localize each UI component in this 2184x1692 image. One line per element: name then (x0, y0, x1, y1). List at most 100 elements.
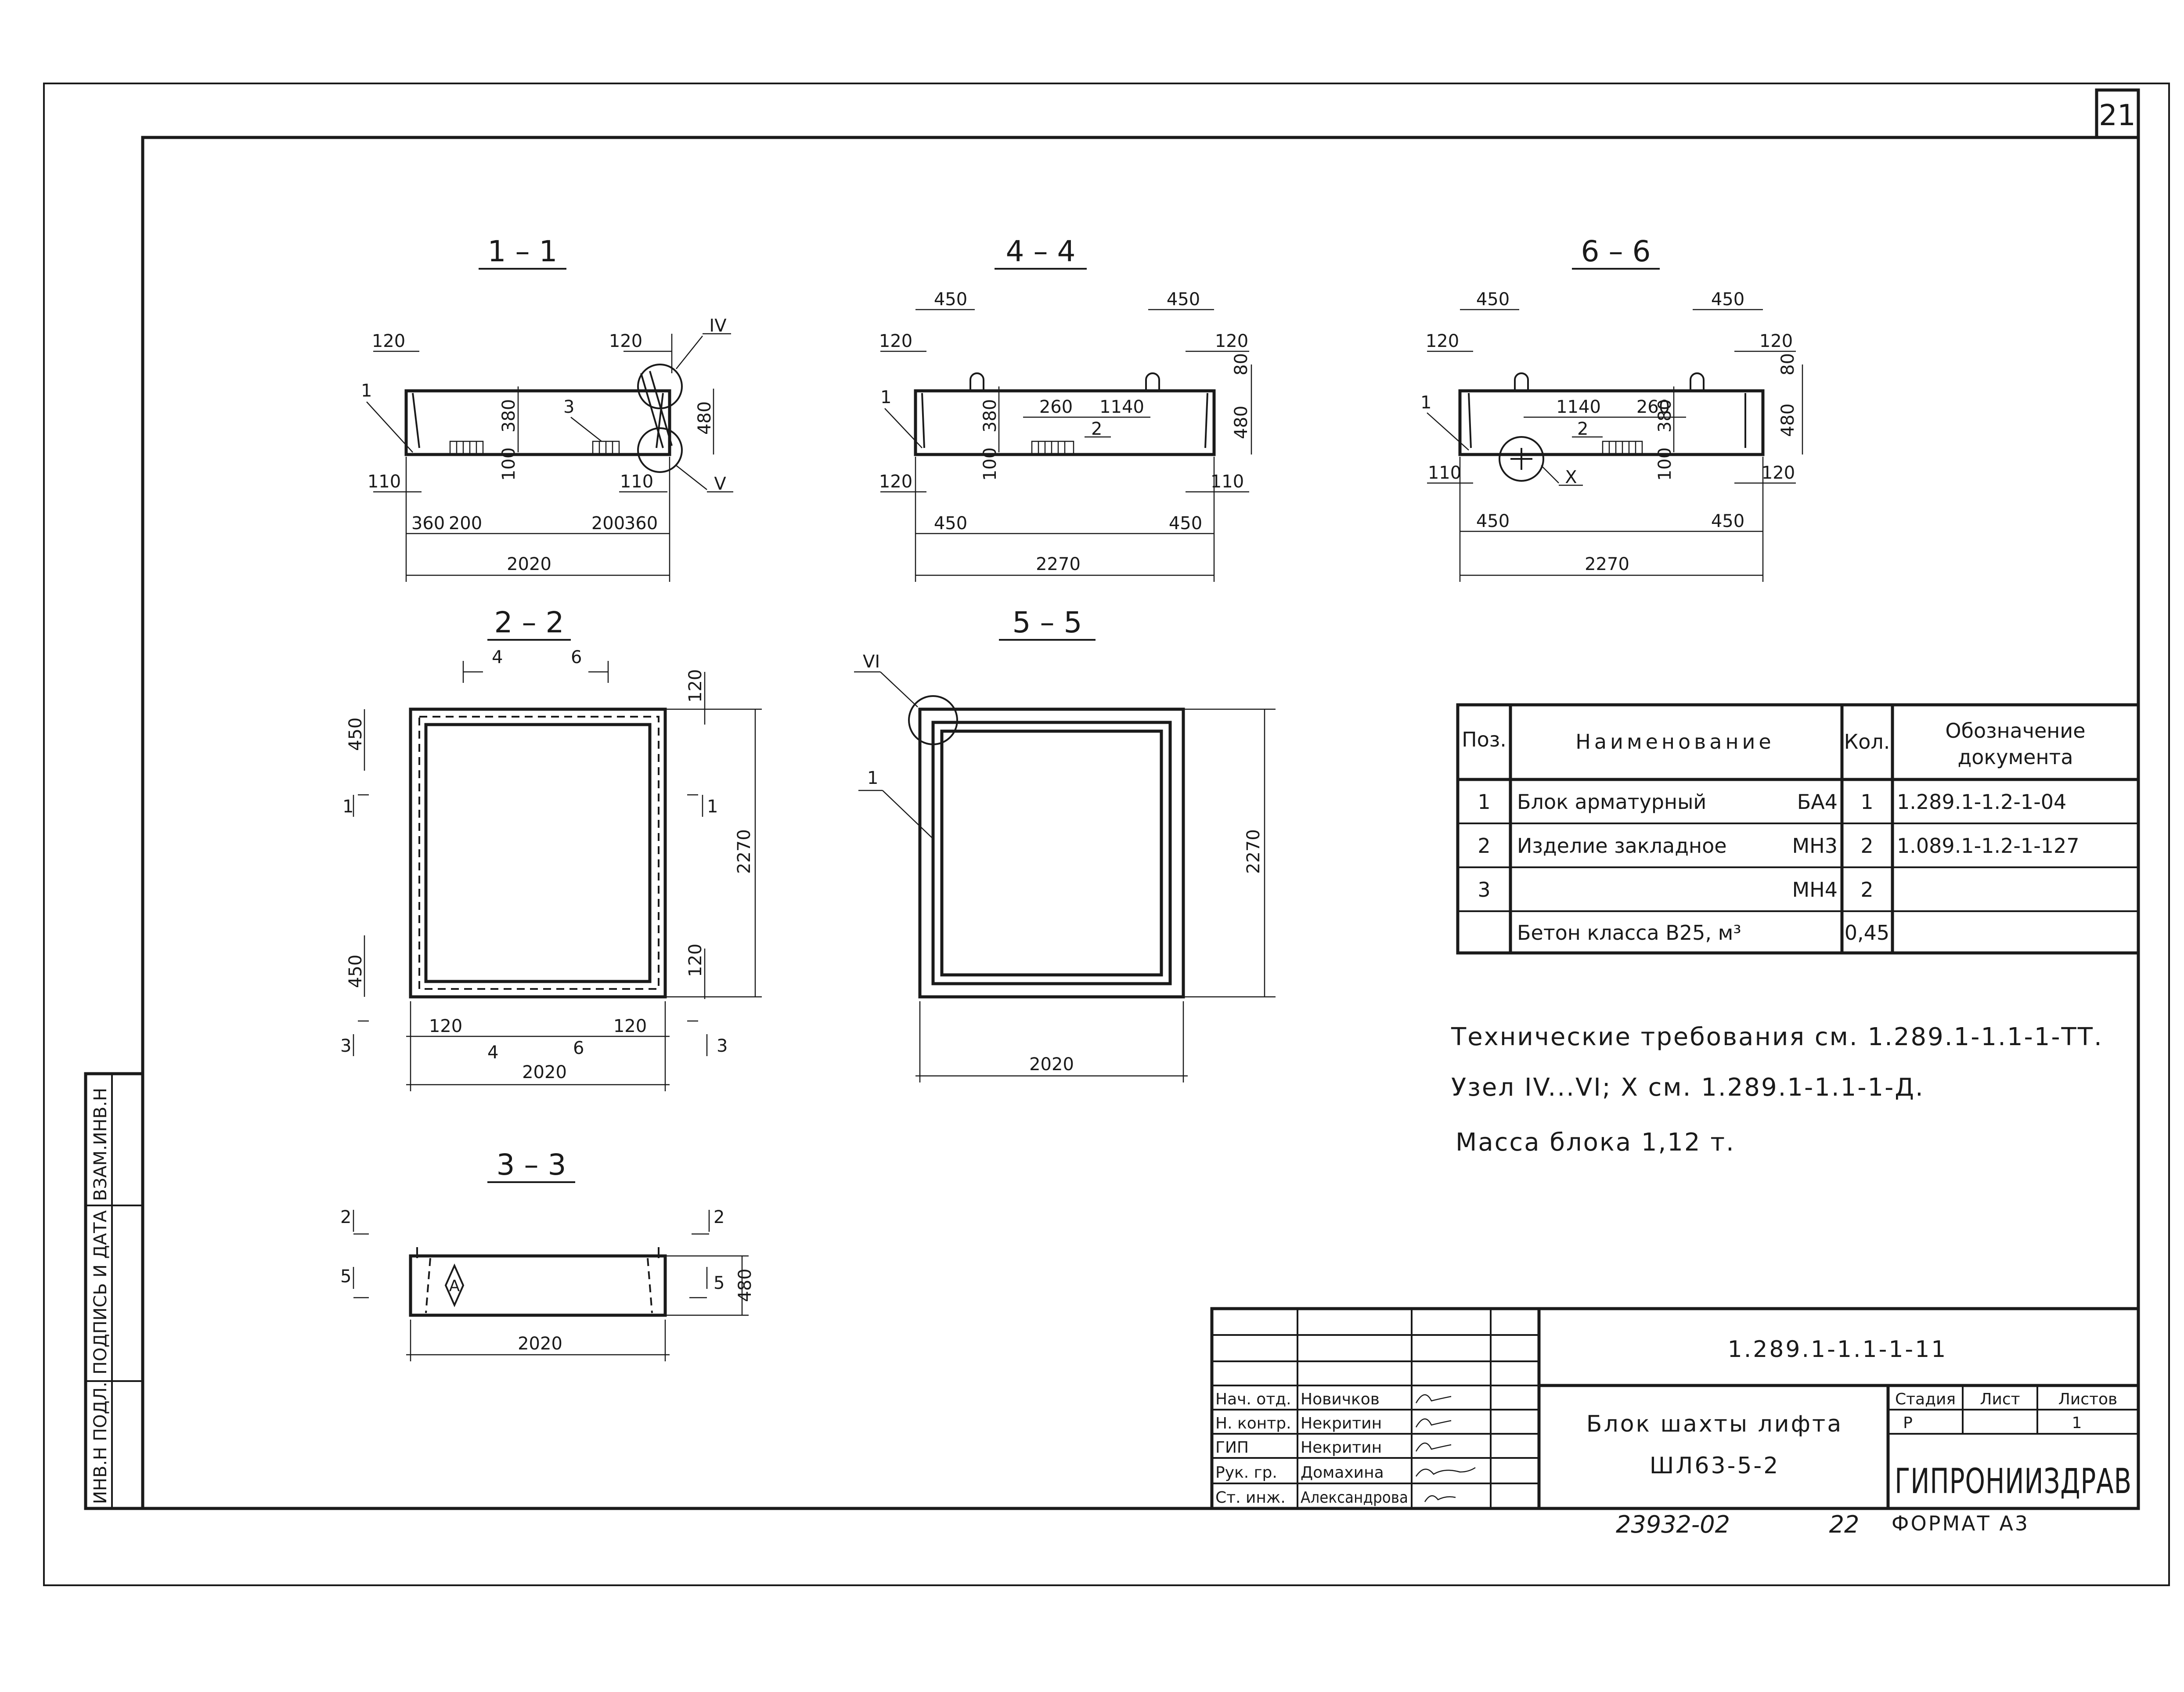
spec-header-pos: Поз. (1462, 728, 1506, 751)
dim-4-4-450-top-left: 450 (934, 289, 967, 310)
node-mark-IV: IV (709, 316, 727, 336)
dim-6-6-450-bottom-left: 450 (1476, 511, 1510, 531)
dim-4-4-2270: 2270 (1036, 554, 1081, 574)
dim-4-4-100: 100 (980, 447, 1000, 481)
sheet-footer: 23932-02 22 ФОРМАТ А3 (1616, 1511, 2029, 1538)
sheet-format: ФОРМАТ А3 (1892, 1512, 2029, 1535)
title-line-2: ШЛ63-5-2 (1650, 1453, 1780, 1479)
spec-header-doc-2: документа (1957, 745, 2073, 769)
spec-row-pos: 3 (1478, 878, 1490, 902)
dim-2-2-120-bl: 120 (429, 1016, 462, 1036)
spec-row-qty: 1 (1860, 790, 1873, 814)
dim-1-1-2020: 2020 (507, 554, 551, 574)
title-line-1: Блок шахты лифта (1586, 1411, 1843, 1437)
cut-mark-5-left: 5 (340, 1266, 351, 1287)
dim-2-2-120-top: 120 (685, 669, 706, 703)
dim-4-4-260: 260 (1039, 397, 1073, 417)
section-3-3: 3 – 3 A 2 2 5 5 480 2020 (340, 1148, 755, 1361)
archive-index: 22 (1829, 1511, 1860, 1538)
dim-4-4-80: 80 (1231, 353, 1251, 375)
signer-role: Ст. инж. (1215, 1489, 1286, 1507)
signer-signature (1415, 1418, 1452, 1428)
signer-signature (1415, 1443, 1452, 1452)
dim-4-4-450-bottom-left: 450 (934, 513, 967, 534)
dim-1-1-380: 380 (499, 399, 519, 433)
type-mark-A: A (449, 1277, 460, 1295)
doc-code: 1.289.1-1.1-1-11 (1728, 1336, 1948, 1363)
section-4-4: 4 – 4 450 450 120 120 80 480 1 380 100 2… (879, 234, 1252, 582)
dim-1-1-480: 480 (695, 401, 715, 435)
dim-6-6-120-bottom-right: 120 (1762, 463, 1795, 483)
node-mark-X: X (1565, 467, 1577, 487)
stamp-zam-label: ВЗАМ.ИНВ.Н (90, 1088, 111, 1201)
dim-6-6-120-right: 120 (1759, 331, 1793, 351)
organization-name: ГИПРОНИИЗДРАВ (1895, 1462, 2132, 1501)
dim-4-4-1140: 1140 (1099, 397, 1144, 417)
signer-name: Некритин (1301, 1414, 1382, 1432)
cut-mark-4-top: 4 (492, 647, 503, 667)
cut-mark-3-right: 3 (717, 1036, 728, 1056)
dim-1-1-110-right: 110 (620, 472, 653, 492)
cut-mark-2-left: 2 (340, 1207, 351, 1227)
dim-1-1-200-left: 200 (449, 513, 482, 534)
dim-6-6-450-top-left: 450 (1476, 289, 1510, 310)
node-mark-VI: VI (863, 652, 880, 672)
cut-mark-3-left: 3 (340, 1036, 351, 1056)
sheets-value: 1 (2072, 1414, 2082, 1432)
node-mark-V: V (714, 474, 726, 494)
cut-mark-1-left: 1 (342, 797, 353, 817)
cut-mark-1-right: 1 (707, 797, 718, 817)
pos-mark-6-6-2: 2 (1577, 419, 1588, 439)
section-title-6-6: 6 – 6 (1581, 234, 1651, 268)
dim-6-6-80: 80 (1778, 353, 1798, 375)
spec-row-qty: 0,45 (1845, 921, 1889, 945)
section-title-4-4: 4 – 4 (1006, 234, 1076, 268)
spec-table: Поз. Наименование Кол. Обозначение докум… (1456, 703, 2140, 955)
signer-role: Н. контр. (1215, 1414, 1291, 1432)
dim-6-6-100: 100 (1655, 447, 1675, 481)
pos-mark-6-6-1: 1 (1420, 393, 1431, 413)
pos-mark-1-1-3: 3 (563, 397, 574, 417)
spec-row-name: Изделие закладное (1517, 834, 1727, 858)
cut-mark-2-right: 2 (714, 1207, 724, 1227)
section-title-3-3: 3 – 3 (497, 1148, 566, 1182)
dim-2-2-120-br: 120 (613, 1016, 647, 1036)
section-1-1: 1 – 1 120 120 IV V 1 3 380 100 480 (361, 234, 733, 582)
note-nodes: Узел IV...VI; X см. 1.289.1-1.1-1-Д. (1451, 1073, 1925, 1102)
dim-4-4-120-left: 120 (879, 331, 912, 351)
signer-signature (1415, 1394, 1452, 1403)
pos-mark-4-4-2: 2 (1091, 419, 1102, 439)
pos-mark-1-1-1: 1 (361, 381, 372, 401)
spec-row: 1 Блок арматурный БА4 1 1.289.1-1.2-1-04 (1478, 790, 2066, 814)
dim-6-6-120-left: 120 (1426, 331, 1459, 351)
signer-name: Александрова (1301, 1489, 1408, 1507)
spec-row: 3 МН4 2 (1478, 878, 1873, 902)
dim-4-4-380: 380 (980, 399, 1000, 433)
title-block: Нач. отд. Новичков Н. контр. Некритин ГИ… (1210, 1307, 2140, 1510)
dim-1-1-110-left: 110 (368, 472, 401, 492)
dim-4-4-120-right: 120 (1215, 331, 1248, 351)
dim-2-2-450-bottom: 450 (346, 955, 366, 988)
dim-6-6-450-bottom-right: 450 (1711, 511, 1744, 531)
dim-4-4-450-bottom-right: 450 (1169, 513, 1202, 534)
dim-1-1-360-left: 360 (411, 513, 445, 534)
dim-5-5-2020: 2020 (1029, 1054, 1074, 1075)
cut-mark-6-top: 6 (571, 647, 582, 667)
signer-signature (1424, 1495, 1456, 1502)
dim-5-5-2270: 2270 (1243, 829, 1264, 874)
spec-header-doc-1: Обозначение (1945, 719, 2085, 743)
dim-1-1-100: 100 (499, 447, 519, 481)
spec-row-name: Бетон класса В25, м³ (1517, 921, 1741, 945)
dim-1-1-200-right: 200 (591, 513, 625, 534)
spec-row-mark: МН4 (1792, 878, 1838, 902)
note-tech-requirements: Технические требования см. 1.289.1-1.1-1… (1451, 1023, 2103, 1051)
spec-row-qty: 2 (1860, 878, 1873, 902)
dim-1-1-360-right: 360 (624, 513, 658, 534)
spec-row-pos: 1 (1478, 790, 1490, 814)
spec-row: Бетон класса В25, м³ 0,45 (1517, 921, 1889, 945)
side-stamp: ИНВ.Н ПОДЛ. ПОДПИСЬ И ДАТА ВЗАМ.ИНВ.Н (84, 1072, 144, 1510)
signer-name: Новичков (1301, 1390, 1380, 1408)
section-2-2: 2 – 2 4 6 1 1 3 3 450 450 120 120 2270 (340, 606, 762, 1091)
section-title-1-1: 1 – 1 (488, 234, 558, 268)
